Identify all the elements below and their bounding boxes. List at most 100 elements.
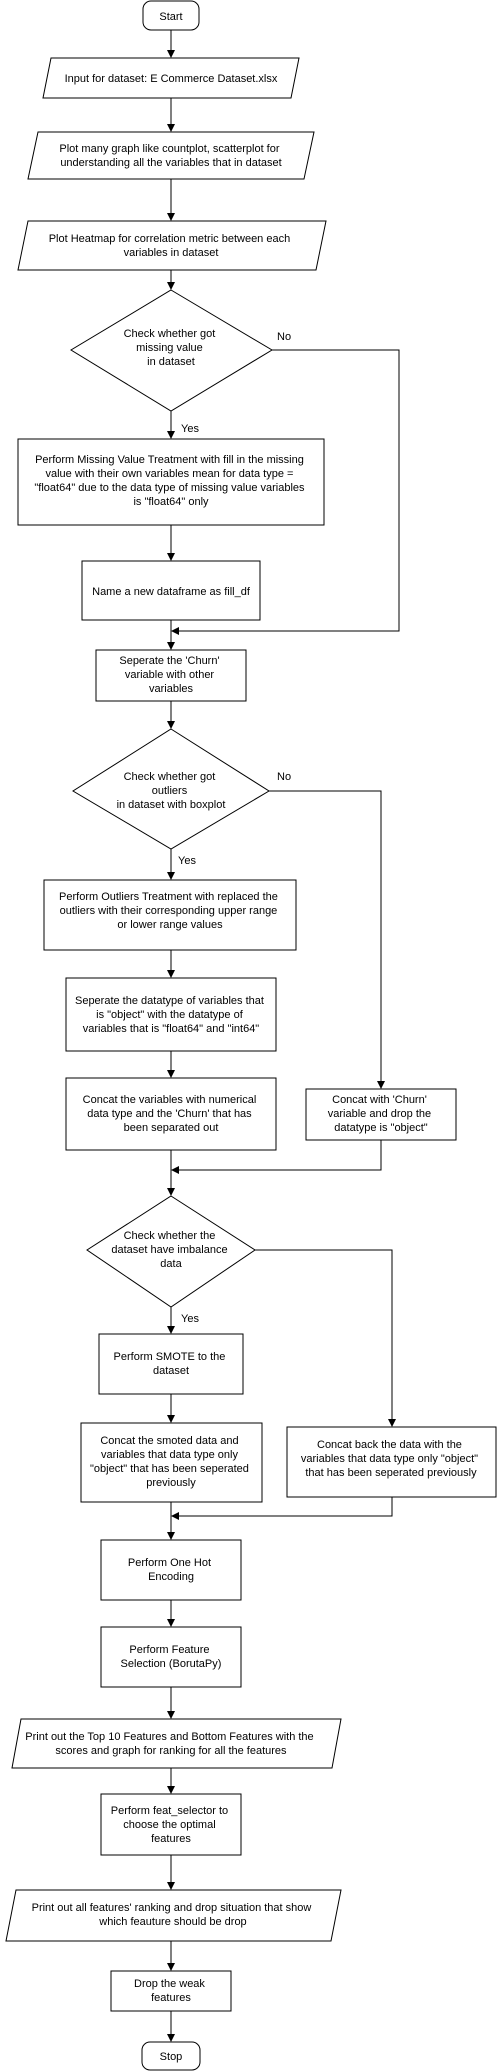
node-label: Perform SMOTE to the dataset: [114, 1351, 229, 1377]
arrowhead: [167, 1963, 175, 1971]
node-label: Seperate the 'Churn' variable with other…: [119, 655, 222, 695]
process-shape: [110, 1970, 232, 2012]
node-check-missing: Check whether got missing value in datas…: [70, 289, 273, 412]
node-label: Stop: [160, 2051, 183, 2063]
edge-outliers-no: [269, 790, 382, 1081]
arrowhead: [167, 213, 175, 221]
arrowhead: [167, 50, 175, 58]
node-label: Concat back the data with the variables …: [301, 1439, 481, 1479]
node-concat-churn-drop: Concat with 'Churn' variable and drop th…: [305, 1088, 457, 1141]
process-shape: [95, 649, 247, 702]
node-fill-df: Name a new dataframe as fill_df: [81, 525, 261, 621]
terminal-shape: [142, 0, 200, 31]
process-shape: [43, 879, 297, 951]
process-shape: [100, 1793, 242, 1856]
arrowhead: [171, 1512, 179, 1520]
arrowhead: [167, 970, 175, 978]
node-smote: Perform SMOTE to the dataset: [98, 1333, 244, 1395]
node-label: Perform Outliers Treatment with replaced…: [59, 891, 281, 931]
arrowhead: [167, 872, 175, 880]
node-drop-weak: Drop the weak features: [110, 1970, 232, 2012]
arrowhead: [167, 1882, 175, 1890]
arrowhead: [167, 1188, 175, 1196]
edge-concat-churn-drop-merge: [179, 1140, 382, 1171]
process-shape: [80, 1422, 263, 1503]
node-feat-selector: Perform feat_selector to choose the opti…: [100, 1793, 242, 1856]
io-shape: [17, 220, 327, 271]
node-missing-treatment: Perform Missing Value Treatment with fil…: [17, 438, 325, 526]
connectors: [167, 30, 400, 2042]
arrowhead: [167, 1786, 175, 1794]
process-shape: [65, 1077, 277, 1151]
node-label: Check whether the dataset have imbalance…: [111, 1230, 230, 1270]
node-check-imbalance: Check whether the dataset have imbalance…: [86, 1195, 256, 1308]
node-label: Plot Heatmap for correlation metric betw…: [49, 233, 294, 259]
arrowhead: [167, 1415, 175, 1423]
edge-label-imbalance-yes: Yes: [181, 1313, 199, 1325]
arrowhead: [167, 2034, 175, 2042]
process-shape: [100, 1626, 242, 1688]
node-concat-back: Concat back the data with the variables …: [286, 1426, 497, 1498]
node-concat-smoted: Concat the smoted data and variables tha…: [80, 1422, 263, 1503]
node-label: Perform feat_selector to choose the opti…: [111, 1805, 231, 1845]
process-shape: [305, 1088, 457, 1141]
process-shape: [100, 1539, 242, 1601]
node-input: Input for dataset: E Commerce Dataset.xl…: [42, 57, 300, 99]
decision-shape: [86, 1195, 256, 1308]
decision-shape: [72, 728, 270, 850]
process-shape: [65, 977, 277, 1052]
node-label: Input for dataset: E Commerce Dataset.xl…: [65, 73, 278, 85]
node-print-ranking: Print out all features' ranking and drop…: [5, 1889, 342, 1942]
arrowhead: [377, 1081, 385, 1089]
edge-concat-back-merge: [179, 1497, 393, 1517]
process-shape: [17, 438, 325, 526]
edge-label-missing-yes: Yes: [181, 423, 199, 435]
node-start: Start: [142, 0, 200, 31]
node-heatmap: Plot Heatmap for correlation metric betw…: [17, 220, 327, 271]
io-shape: [5, 1889, 342, 1942]
node-print-top10: Print out the Top 10 Features and Bottom…: [11, 1718, 342, 1769]
arrowhead: [167, 721, 175, 729]
edge-label-missing-no: No: [277, 331, 291, 343]
node-check-outliers: Check whether got outliers in dataset wi…: [72, 728, 270, 850]
arrowhead: [171, 1166, 179, 1174]
node-plot: Plot many graph like countplot, scatterp…: [27, 131, 315, 180]
io-shape: [27, 131, 315, 180]
arrowhead: [167, 1619, 175, 1627]
arrowhead: [167, 431, 175, 439]
node-label: Plot many graph like countplot, scatterp…: [59, 143, 282, 169]
node-label: Check whether got outliers in dataset wi…: [117, 771, 226, 811]
node-one-hot: Perform One Hot Encoding: [100, 1539, 242, 1601]
edge-label-outliers-no: No: [277, 771, 291, 783]
node-label: Concat the variables with numerical data…: [83, 1094, 260, 1134]
process-shape: [81, 560, 261, 621]
process-shape: [98, 1333, 244, 1395]
arrowhead: [171, 627, 179, 635]
node-label: Print out all features' ranking and drop…: [32, 1902, 315, 1928]
edge-labels: Yes No Yes No Yes: [178, 331, 291, 1325]
node-label: Name a new dataframe as fill_df: [92, 586, 251, 598]
node-label: Start: [159, 11, 182, 23]
arrowhead: [167, 642, 175, 650]
io-shape: [42, 57, 300, 99]
node-outlier-treatment: Perform Outliers Treatment with replaced…: [43, 879, 297, 951]
node-concat-numerical: Concat the variables with numerical data…: [65, 1077, 277, 1151]
node-separate-dtype: Seperate the datatype of variables that …: [65, 977, 277, 1052]
arrowhead: [167, 1711, 175, 1719]
node-feature-selection: Perform Feature Selection (BorutaPy): [100, 1626, 242, 1688]
node-label: Check whether got missing value in datas…: [124, 328, 219, 368]
node-separate-churn: Seperate the 'Churn' variable with other…: [95, 649, 247, 702]
node-label: Seperate the datatype of variables that …: [75, 995, 267, 1035]
arrowhead: [167, 282, 175, 290]
node-label: Perform One Hot Encoding: [128, 1557, 214, 1583]
arrowhead: [167, 1532, 175, 1540]
arrowhead: [167, 1070, 175, 1078]
node-label: Perform Missing Value Treatment with fil…: [34, 454, 307, 508]
edge-imbalance-no: [255, 1249, 393, 1419]
edge-label-outliers-yes: Yes: [178, 855, 196, 867]
decision-shape: [70, 289, 273, 412]
node-label: Drop the weak features: [134, 1978, 208, 2004]
node-label: Concat with 'Churn' variable and drop th…: [328, 1094, 434, 1134]
terminal-shape: [141, 2041, 201, 2071]
